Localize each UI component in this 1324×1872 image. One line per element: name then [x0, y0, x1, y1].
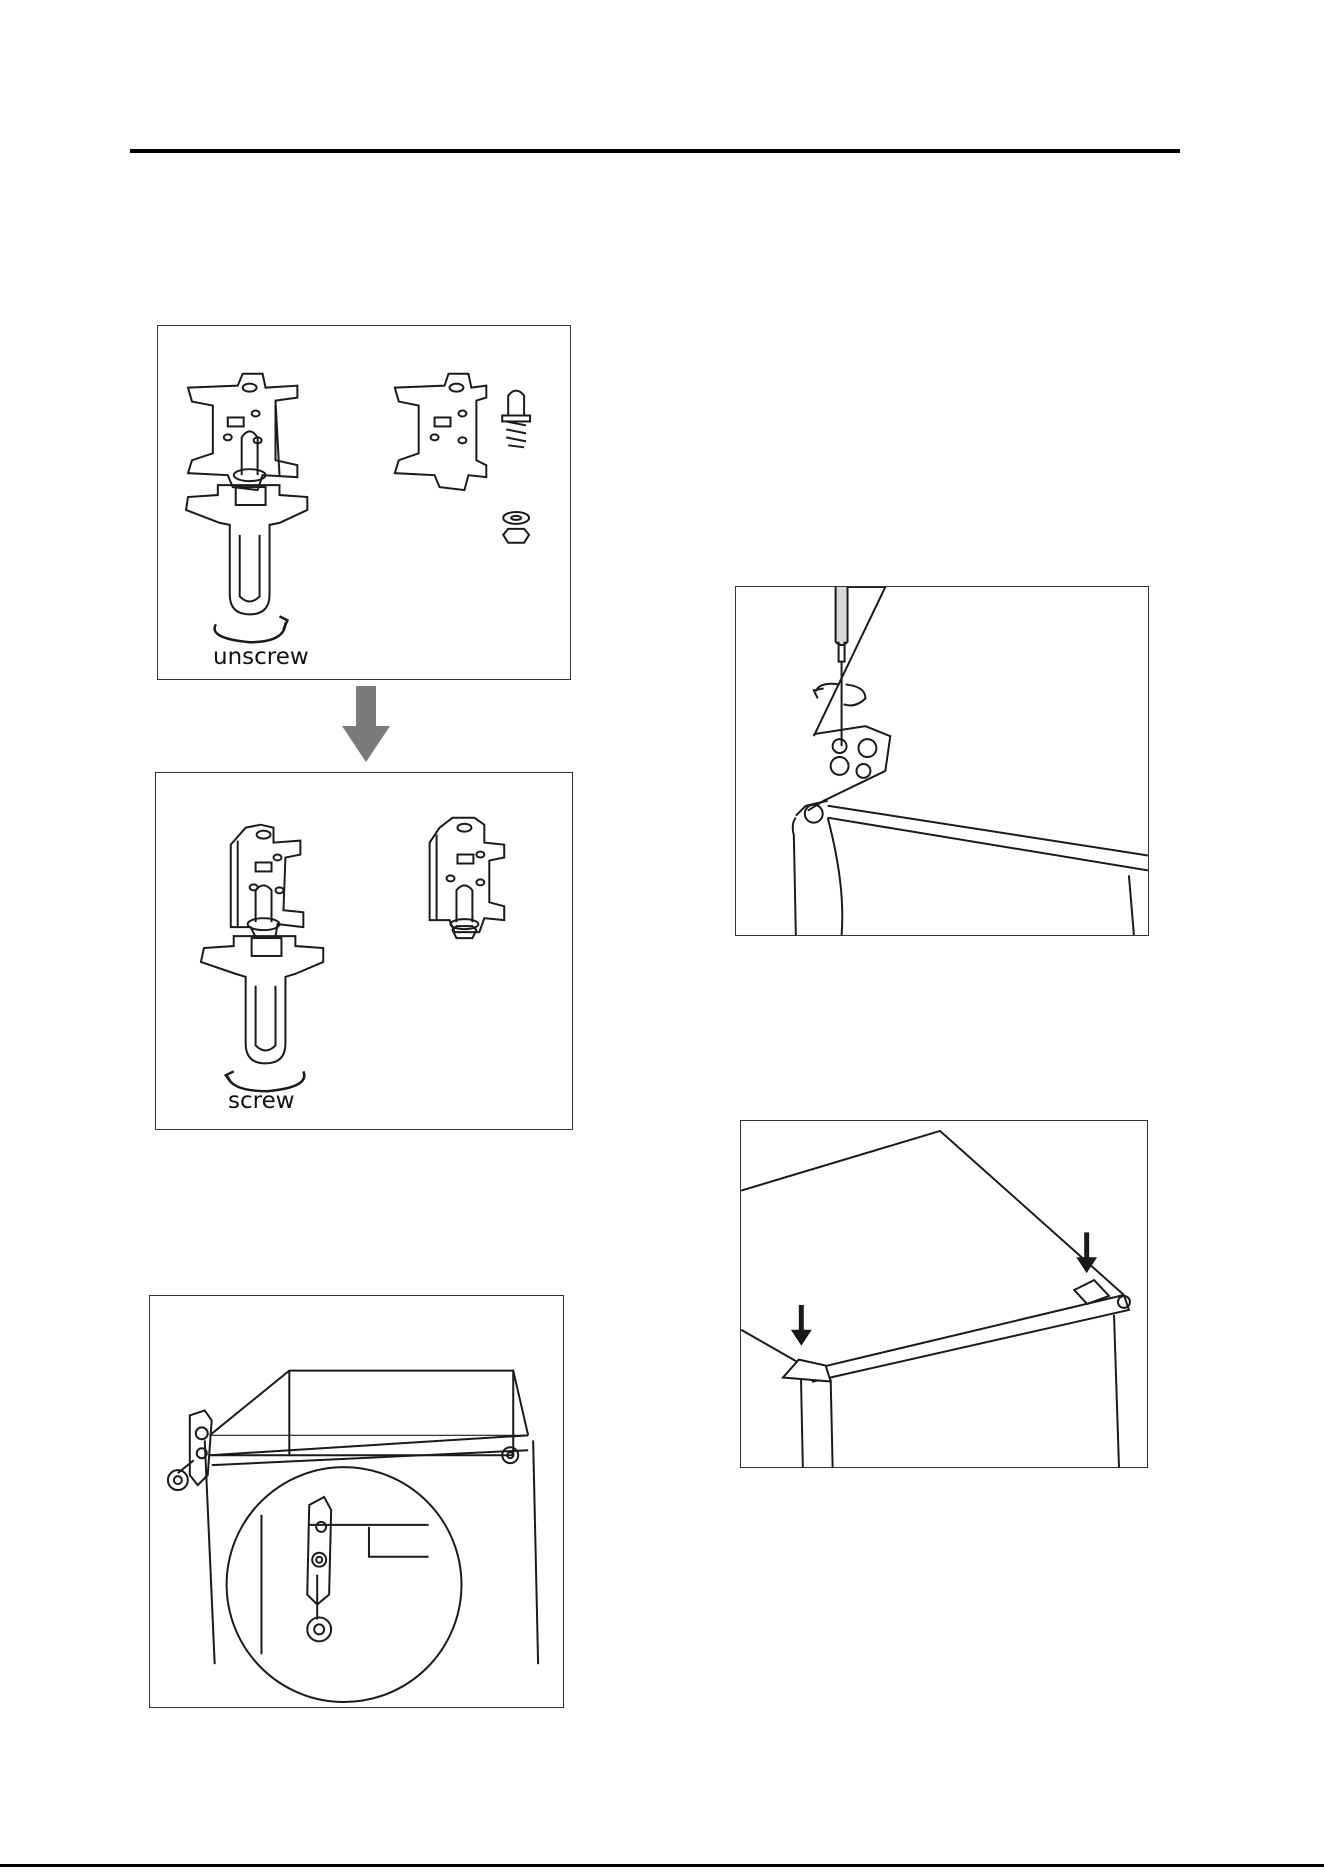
top-cover-figure — [740, 1120, 1148, 1468]
footer-rule — [0, 1864, 1324, 1867]
corner-cap-left — [783, 1360, 831, 1382]
top-hinge-screw-figure — [735, 586, 1149, 936]
screwdriver-icon — [836, 587, 848, 746]
screw-label: screw — [228, 1088, 295, 1114]
top-hinge-screw-illustration — [736, 587, 1148, 935]
down-arrow-icon — [791, 1305, 812, 1346]
top-cover-illustration — [741, 1121, 1147, 1467]
hinge-install-figure — [149, 1295, 564, 1708]
unscrew-figure: unscrew — [157, 325, 571, 680]
rotate-arrow-icon — [215, 622, 286, 642]
header-rule — [130, 149, 1180, 153]
unscrew-label: unscrew — [213, 644, 309, 670]
unscrew-illustration — [158, 326, 570, 679]
down-arrow-icon — [342, 686, 390, 764]
hinge-install-illustration — [150, 1296, 563, 1707]
screw-illustration — [156, 773, 572, 1129]
screw-figure: screw — [155, 772, 573, 1130]
